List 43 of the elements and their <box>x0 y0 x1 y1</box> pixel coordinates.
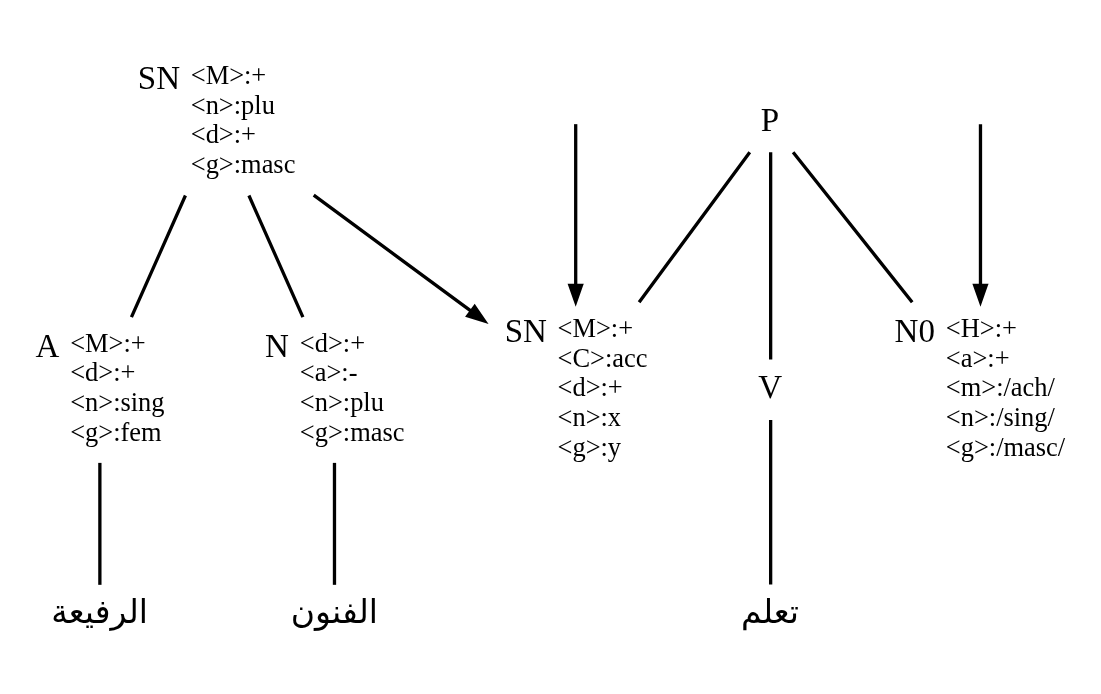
connector <box>769 152 773 360</box>
node-label: <H>:+ <box>945 312 1017 343</box>
node-label: <n>:plu <box>190 89 275 120</box>
node-label: <g>:fem <box>70 416 162 447</box>
node-label: <M>:+ <box>190 59 267 90</box>
node-text: A <box>35 327 60 364</box>
node-label: <d>:+ <box>299 327 366 358</box>
node-label: <a>:+ <box>945 342 1010 373</box>
arrow <box>312 193 489 325</box>
node-text: P <box>760 101 780 138</box>
node-label: <m>:/ach/ <box>945 372 1055 403</box>
node-text: الرفيعة <box>51 591 149 631</box>
node-label: <a>:- <box>299 357 358 388</box>
node-label: <d>:+ <box>557 372 623 403</box>
node-text: الفنون <box>290 591 378 631</box>
connector <box>129 194 187 318</box>
arrow <box>972 124 989 307</box>
node-label: <n>:x <box>557 401 622 432</box>
node-label: <g>:y <box>557 431 622 462</box>
node-label: <M>:+ <box>70 327 146 358</box>
node-text: SN <box>137 60 181 97</box>
node-label: <C>:acc <box>557 342 648 373</box>
connector <box>98 462 102 585</box>
node-label: <n>:/sing/ <box>945 401 1055 432</box>
node-label: <n>:sing <box>70 387 165 418</box>
node-text: N <box>265 327 289 364</box>
node-label: <g>:masc <box>299 416 405 447</box>
arrow <box>567 124 584 307</box>
connector <box>247 194 305 318</box>
node-label: <d>:+ <box>190 119 256 150</box>
connector <box>791 151 914 304</box>
node-label: <M>:+ <box>557 312 634 343</box>
node-text: SN <box>504 313 547 350</box>
connector <box>332 462 337 585</box>
node-label: <d>:+ <box>70 357 136 388</box>
node-text: تعلم <box>740 591 799 631</box>
node-text: V <box>758 369 783 406</box>
node-label: <g>:masc <box>190 149 296 180</box>
connector <box>637 151 752 304</box>
node-label: <n>:plu <box>299 387 384 418</box>
node-text: N0 <box>894 313 935 350</box>
connector <box>769 420 773 585</box>
node-label: <g>:/masc/ <box>945 431 1066 462</box>
